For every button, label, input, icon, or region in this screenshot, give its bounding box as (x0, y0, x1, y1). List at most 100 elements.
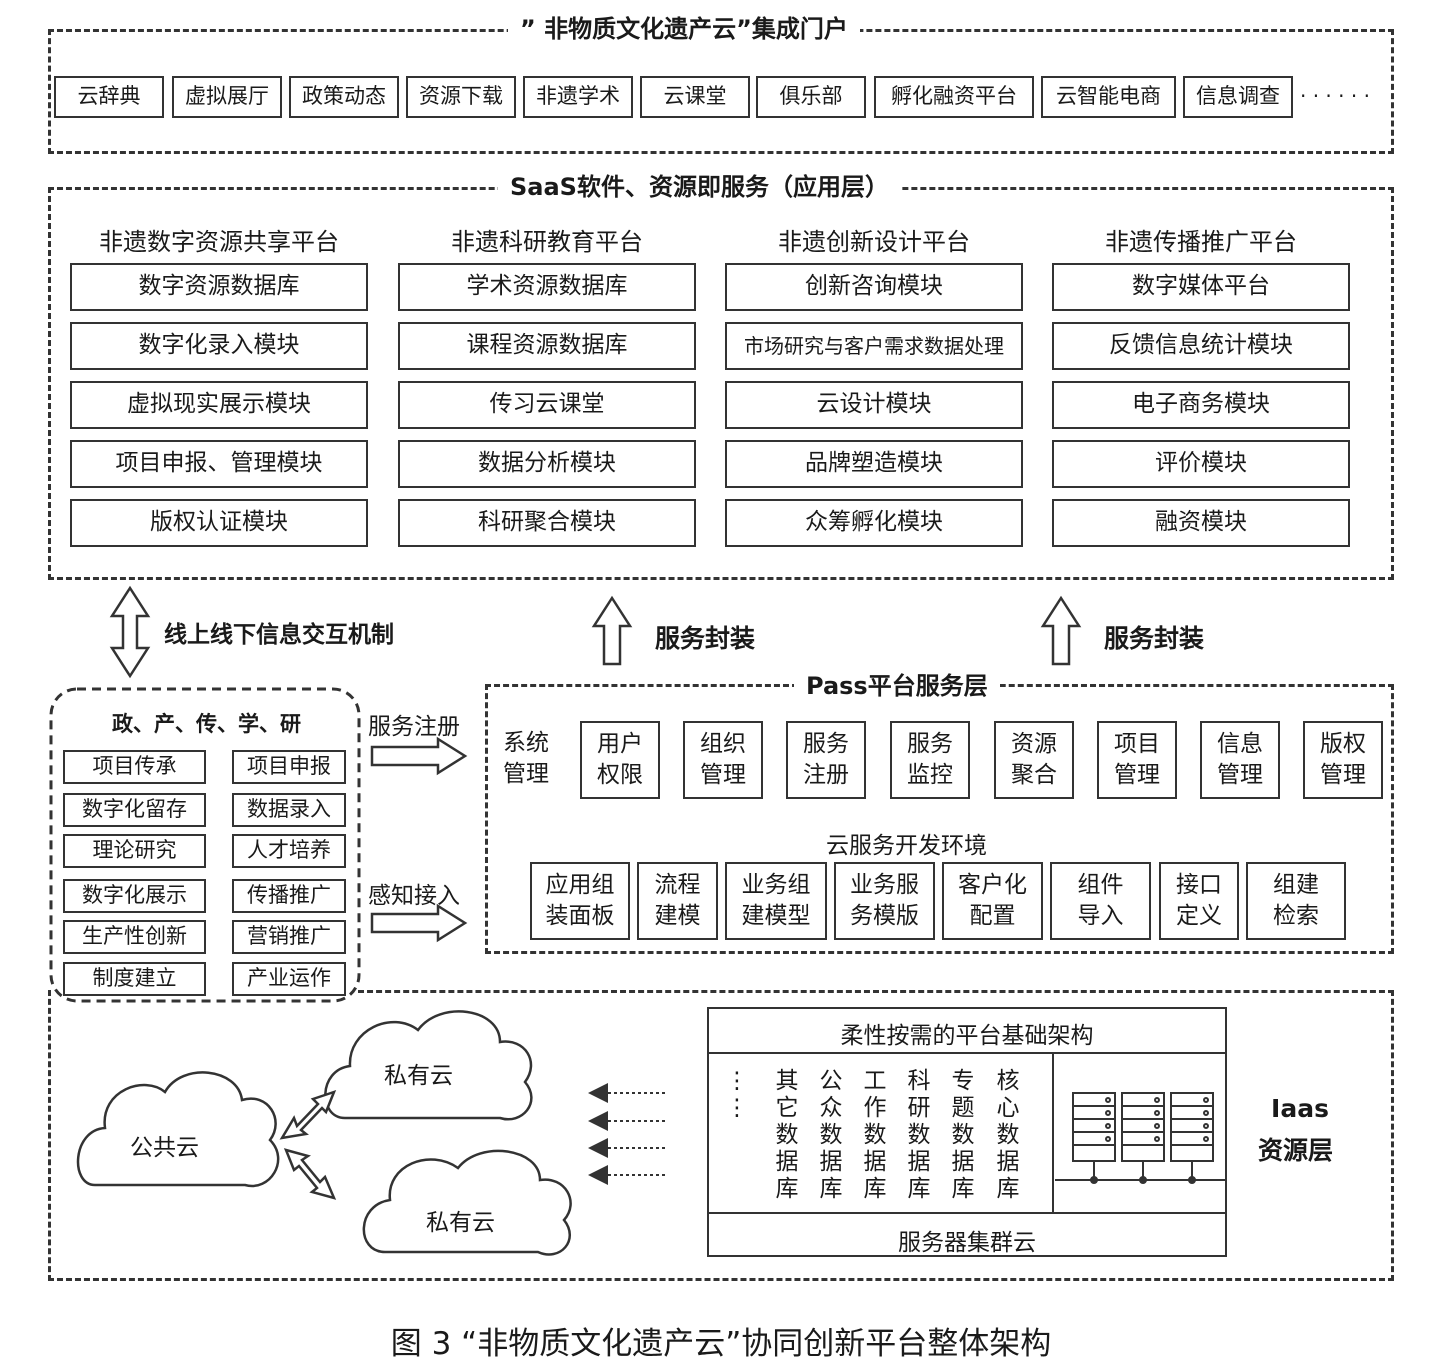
portal-item: 资源下载 (406, 76, 516, 118)
saas-module: 项目申报、管理模块 (70, 440, 368, 488)
stakeholder-left-item: 制度建立 (63, 962, 206, 996)
saas-module: 数字媒体平台 (1052, 263, 1350, 311)
public-cloud-shape (76, 1071, 280, 1188)
stakeholder-frame (49, 687, 361, 1003)
saas-module: 数据分析模块 (398, 440, 696, 488)
paas-dev-module: 客户化 配置 (942, 862, 1043, 940)
encap-label-2: 服务封装 (1104, 624, 1205, 653)
saas-module: 传习云课堂 (398, 381, 696, 429)
portal-item: 政策动态 (289, 76, 399, 118)
infra-title-divider (707, 1052, 1227, 1054)
encap-up-arrow-1 (591, 595, 633, 666)
saas-title: SaaS软件、资源即服务（应用层） (498, 172, 901, 202)
iaas-title-2: 资源层 (1258, 1136, 1334, 1165)
saas-column-title: 非遗传播推广平台 (1105, 228, 1297, 256)
paas-dev-module: 应用组 装面板 (530, 862, 630, 940)
portal-title: ” 非物质文化遗产云”集成门户 (508, 14, 860, 44)
database-column: 科 研 数 据 库 (907, 1068, 931, 1202)
saas-module: 市场研究与客户需求数据处理 (725, 322, 1023, 370)
sense-label: 感知接入 (368, 883, 460, 909)
saas-module: 电子商务模块 (1052, 381, 1350, 429)
public-cloud-label: 公共云 (130, 1135, 199, 1161)
portal-item: 信息调查 (1183, 76, 1293, 118)
paas-title: Pass平台服务层 (794, 671, 1000, 701)
saas-module: 众筹孵化模块 (725, 499, 1023, 547)
portal-item: 非遗学术 (523, 76, 633, 118)
database-column: 专 题 数 据 库 (951, 1068, 975, 1202)
paas-module: 版权 管理 (1303, 721, 1383, 799)
paas-module: 服务 监控 (890, 721, 970, 799)
stakeholder-right-item: 营销推广 (232, 920, 346, 954)
stakeholder-left-item: 项目传承 (63, 750, 206, 784)
paas-dev-module: 流程 建模 (637, 862, 718, 940)
saas-module: 反馈信息统计模块 (1052, 322, 1350, 370)
database-column: 工 作 数 据 库 (863, 1068, 887, 1202)
iaas-frame (48, 990, 1394, 1281)
saas-column-title: 非遗数字资源共享平台 (99, 228, 339, 256)
stakeholder-right-item: 传播推广 (232, 879, 346, 913)
saas-module: 数字资源数据库 (70, 263, 368, 311)
db-ellipsis: ⋮ ⋮ (725, 1068, 749, 1121)
saas-module: 融资模块 (1052, 499, 1350, 547)
saas-module: 虚拟现实展示模块 (70, 381, 368, 429)
iaas-title-1: Iaas (1271, 1094, 1329, 1123)
portal-more: · · · · · · (1300, 84, 1370, 108)
register-label: 服务注册 (368, 714, 460, 740)
private-cloud-1-label: 私有云 (384, 1063, 453, 1089)
saas-module: 版权认证模块 (70, 499, 368, 547)
infra-bottom-divider (707, 1212, 1227, 1214)
saas-module: 学术资源数据库 (398, 263, 696, 311)
saas-module: 创新咨询模块 (725, 263, 1023, 311)
figure-caption: 图 3 “非物质文化遗产云”协同创新平台整体架构 (390, 1326, 1052, 1362)
server-cloud-label: 服务器集群云 (898, 1230, 1036, 1256)
portal-item: 孵化融资平台 (874, 76, 1034, 118)
saas-module: 评价模块 (1052, 440, 1350, 488)
saas-module: 云设计模块 (725, 381, 1023, 429)
paas-module: 用户 权限 (580, 721, 660, 799)
saas-column-title: 非遗科研教育平台 (451, 228, 643, 256)
stakeholder-left-item: 数字化展示 (63, 879, 206, 913)
stakeholder-right-item: 项目申报 (232, 750, 346, 784)
cloud-link-arrows (279, 1089, 337, 1200)
saas-module: 课程资源数据库 (398, 322, 696, 370)
paas-dev-module: 组建 检索 (1246, 862, 1346, 940)
stakeholder-left-item: 理论研究 (63, 834, 206, 868)
saas-module: 科研聚合模块 (398, 499, 696, 547)
private-cloud-2-shape (362, 1149, 572, 1256)
data-flow-dotted-arrows (588, 1083, 665, 1185)
interaction-double-arrow (109, 585, 151, 679)
stakeholder-right-item: 人才培养 (232, 834, 346, 868)
portal-item: 云课堂 (640, 76, 750, 118)
paas-dev-label: 云服务开发环境 (826, 833, 987, 859)
portal-item: 虚拟展厅 (172, 76, 282, 118)
stakeholder-right-item: 数据录入 (232, 793, 346, 827)
sense-right-arrow (370, 903, 468, 943)
paas-module: 服务 注册 (786, 721, 866, 799)
stakeholder-left-item: 生产性创新 (63, 920, 206, 954)
stakeholder-left-item: 数字化留存 (63, 793, 206, 827)
paas-module: 项目 管理 (1097, 721, 1177, 799)
stakeholder-right-item: 产业运作 (232, 962, 346, 996)
paas-module: 资源 聚合 (994, 721, 1074, 799)
paas-module: 信息 管理 (1200, 721, 1280, 799)
paas-dev-module: 接口 定义 (1159, 862, 1239, 940)
saas-module: 品牌塑造模块 (725, 440, 1023, 488)
saas-module: 数字化录入模块 (70, 322, 368, 370)
portal-item: 云智能电商 (1041, 76, 1176, 118)
encap-label-1: 服务封装 (655, 624, 756, 653)
paas-dev-module: 业务组 建模型 (725, 862, 827, 940)
database-column: 核 心 数 据 库 (996, 1068, 1020, 1202)
portal-item: 云辞典 (54, 76, 164, 118)
paas-dev-module: 组件 导入 (1050, 862, 1151, 940)
register-right-arrow (370, 736, 468, 776)
infra-title: 柔性按需的平台基础架构 (840, 1023, 1094, 1049)
infra-box (707, 1007, 1227, 1257)
iaas-top-edge (358, 990, 1394, 993)
private-cloud-2-label: 私有云 (426, 1210, 495, 1236)
infra-column-divider (1052, 1052, 1054, 1212)
paas-sys-label: 系统 管理 (503, 730, 549, 787)
interaction-label: 线上线下信息交互机制 (164, 622, 394, 648)
database-column: 公 众 数 据 库 (819, 1068, 843, 1202)
database-column: 其 它 数 据 库 (775, 1068, 799, 1202)
